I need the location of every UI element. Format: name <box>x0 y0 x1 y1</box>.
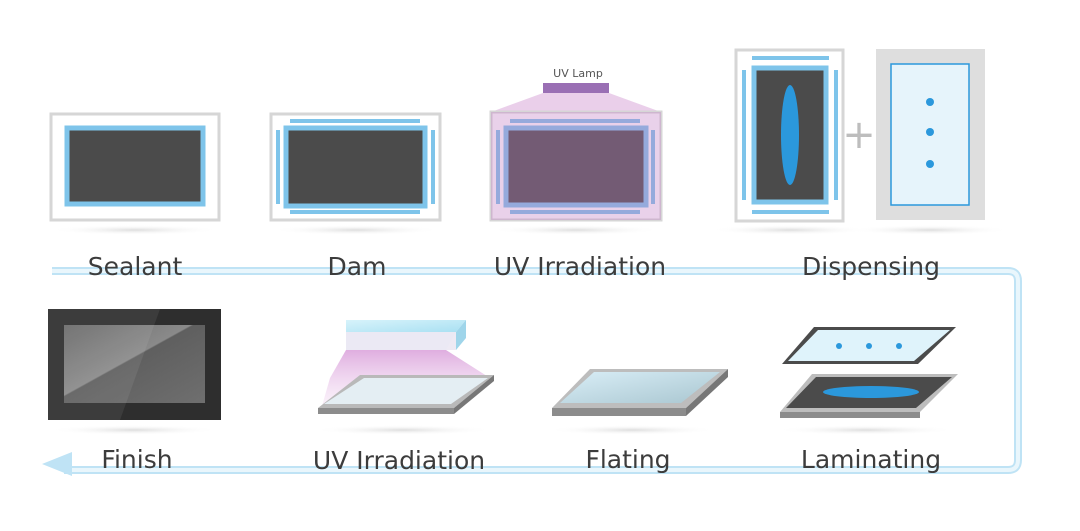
step-uv-irradiation-1-graphic <box>489 83 663 235</box>
uv-lamp <box>543 83 609 93</box>
step-label-uv-irradiation-2: UV Irradiation <box>312 446 486 475</box>
glue-dot <box>926 98 934 106</box>
glue-line <box>781 85 799 185</box>
step-label-flating: Flating <box>585 445 671 474</box>
step-dam-graphic <box>269 112 442 235</box>
glue-dot <box>926 160 934 168</box>
flow-arrow <box>42 267 1022 476</box>
step-label-laminating: Laminating <box>800 445 942 474</box>
step-label-uv-irradiation-1: UV Irradiation <box>493 252 667 281</box>
glue-dot <box>866 343 872 349</box>
step-label-dispensing: Dispensing <box>801 252 941 281</box>
step-laminating-graphic <box>776 327 958 435</box>
glue-dot <box>836 343 842 349</box>
glue-dot <box>926 128 934 136</box>
plus-symbol: + <box>842 112 876 158</box>
step-label-dam: Dam <box>327 252 387 281</box>
step-label-finish: Finish <box>101 445 173 474</box>
step-flating-graphic <box>547 369 728 435</box>
flow-arrowhead <box>42 452 72 476</box>
glue-dot <box>896 343 902 349</box>
step-label-sealant: Sealant <box>87 252 183 281</box>
step-dispensing-cover-graphic <box>850 49 1010 235</box>
step-dispensing-panel-graphic <box>710 48 870 235</box>
step-finish-graphic <box>48 309 221 435</box>
glue-line <box>823 386 919 398</box>
step-sealant-graphic <box>49 112 221 235</box>
step-uv-irradiation-2-graphic <box>313 320 494 435</box>
uv-lamp-label: UV Lamp <box>553 67 603 80</box>
